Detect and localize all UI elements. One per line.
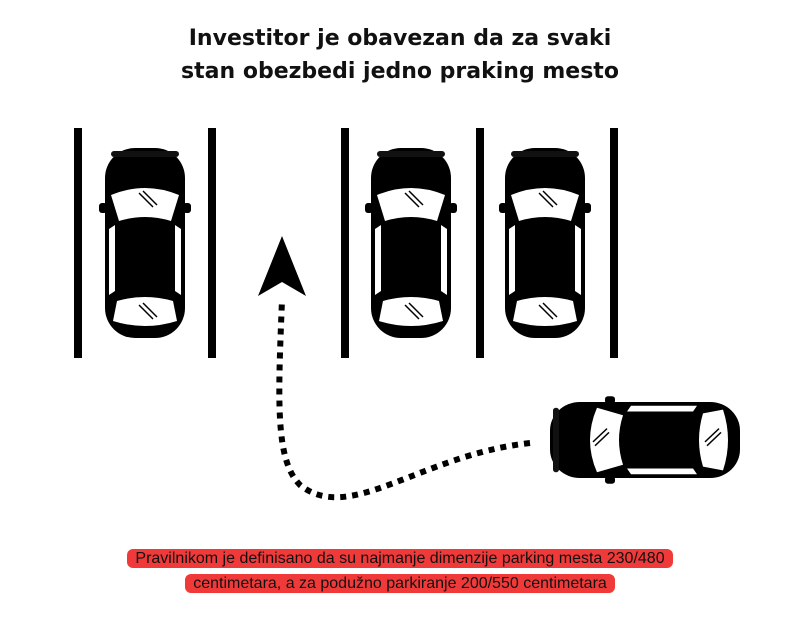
car-icon [549, 395, 741, 485]
regulation-note: Pravilnikom je definisano da su najmanje… [0, 546, 800, 596]
car-icon [98, 147, 192, 339]
title-line-1: Investitor je obavezan da za svaki [188, 26, 612, 51]
parking-line-1 [74, 128, 82, 358]
car-icon [364, 147, 458, 339]
dotted-path [276, 299, 531, 501]
note-line-2: centimetara, a za podužno parkiranje 200… [185, 574, 615, 593]
parking-line-2 [208, 128, 216, 358]
parking-line-4 [476, 128, 484, 358]
note-line-1: Pravilnikom je definisano da su najmanje… [127, 549, 673, 568]
parking-line-3 [341, 128, 349, 358]
diagram-title: Investitor je obavezan da za svaki stan … [0, 22, 800, 88]
car-icon [498, 147, 592, 339]
parking-lines [74, 128, 618, 358]
title-line-2: stan obezbedi jedno praking mesto [181, 59, 619, 84]
arrow-up-icon [258, 236, 306, 296]
parking-line-5 [610, 128, 618, 358]
